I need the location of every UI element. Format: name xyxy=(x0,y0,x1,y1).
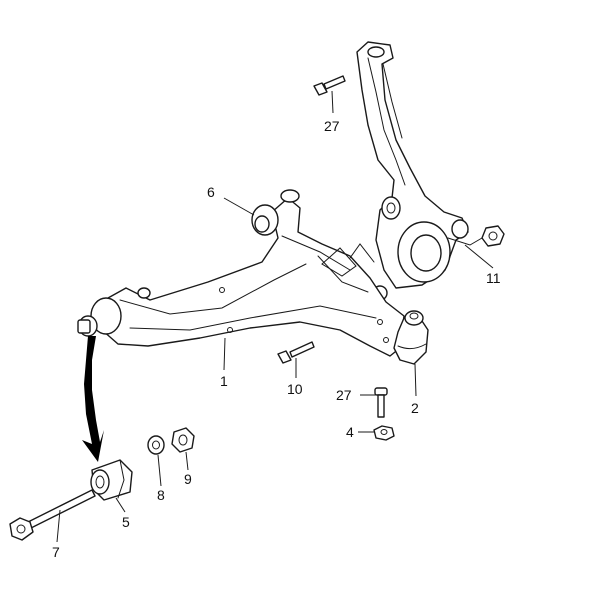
nut-4 xyxy=(373,425,395,441)
nut-9 xyxy=(171,427,195,453)
callout-4: 4 xyxy=(346,424,354,440)
bolt-10 xyxy=(277,341,315,364)
callout-2: 2 xyxy=(411,400,419,416)
bushing-5 xyxy=(90,459,133,501)
callout-5: 5 xyxy=(122,514,130,530)
assembly-arrow xyxy=(82,336,104,462)
callout-1: 1 xyxy=(220,373,228,389)
callout-27-lower: 27 xyxy=(336,387,352,403)
steering-knuckle xyxy=(356,41,483,301)
callout-7: 7 xyxy=(52,544,60,560)
ball-joint xyxy=(393,310,429,365)
callout-27-top: 27 xyxy=(324,118,340,134)
bolt-27-lower xyxy=(374,387,388,418)
lower-control-arm xyxy=(77,189,405,357)
callout-11: 11 xyxy=(486,270,501,286)
bolt-27-top xyxy=(313,75,346,96)
callout-10: 10 xyxy=(287,381,303,397)
callout-8: 8 xyxy=(157,487,165,503)
nut-11 xyxy=(481,225,505,247)
callout-9: 9 xyxy=(184,471,192,487)
leader-lines xyxy=(56,90,494,543)
callout-6: 6 xyxy=(207,184,215,200)
washer-8 xyxy=(147,435,165,455)
callout-labels: 6 27 11 1 10 2 27 4 5 8 9 7 xyxy=(52,118,501,560)
bolt-7 xyxy=(9,489,96,541)
